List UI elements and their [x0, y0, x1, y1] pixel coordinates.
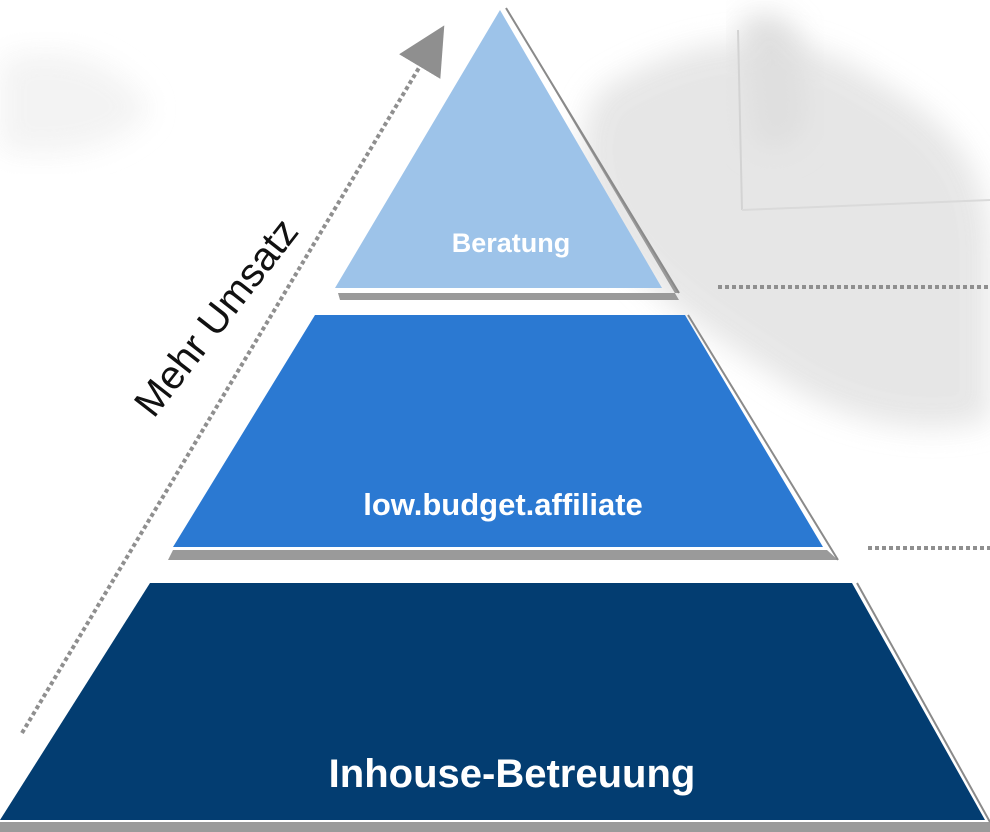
tier-label-top: Beratung — [451, 228, 571, 258]
tier-top-beratung — [335, 10, 662, 288]
tier-label-bottom: Inhouse-Betreuung — [328, 752, 696, 796]
tier-middle-edge — [687, 314, 839, 561]
tier-middle-low-budget-affiliate — [173, 315, 823, 547]
background-hand-illustration — [0, 14, 990, 428]
tier-middle-shadow — [168, 550, 838, 560]
revenue-arrow — [20, 25, 445, 735]
tier-bottom-inhouse-betreuung — [0, 583, 985, 820]
tier-label-middle: low.budget.affiliate — [363, 487, 643, 522]
tier-shadows — [0, 7, 990, 832]
tier-top-edge — [505, 7, 680, 294]
tier-bottom-edge — [856, 582, 990, 823]
tier-bottom-shadow — [0, 822, 990, 832]
